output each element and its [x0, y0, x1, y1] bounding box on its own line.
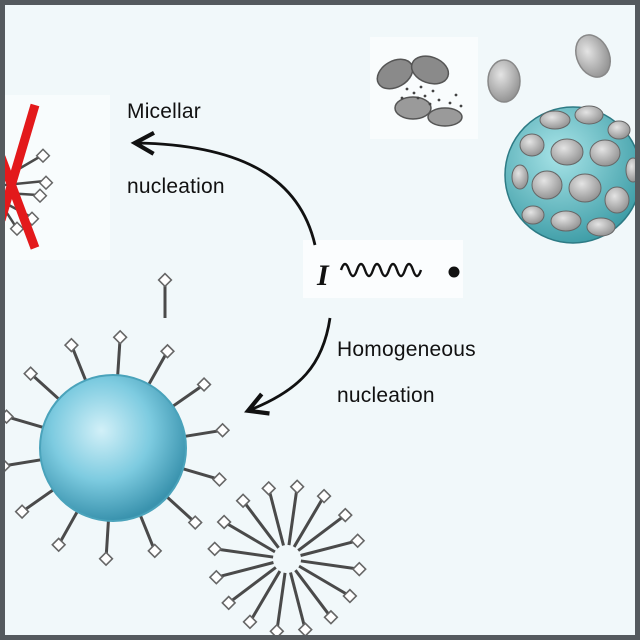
- surfactant-head: [159, 343, 175, 359]
- surfactant-tail: [59, 508, 81, 542]
- surfactant-head: [51, 537, 67, 553]
- surfactant-tail: [8, 457, 45, 467]
- surfactant-head: [351, 561, 367, 577]
- surfactant-head: [221, 595, 237, 611]
- surfactant-head: [5, 409, 15, 425]
- surfactant-tail: [244, 503, 280, 549]
- surfactant-tail: [33, 375, 63, 403]
- surfactant-tail: [25, 486, 57, 511]
- nucleation-diagram: [5, 34, 635, 635]
- surfactant-head: [63, 337, 79, 353]
- surfactant-head: [316, 488, 332, 504]
- surfactant-tail: [219, 548, 274, 559]
- surfactant-tail: [146, 354, 167, 388]
- surfactant-tail: [292, 499, 323, 548]
- surfactant-head: [207, 541, 223, 557]
- surfactant-head: [23, 366, 39, 382]
- surfactant-tail: [220, 561, 274, 578]
- initiator-radical-icon: [339, 262, 460, 278]
- surfactant-tail: [289, 572, 306, 626]
- surfactant-tail: [116, 342, 122, 379]
- surfactant-tail: [300, 540, 354, 557]
- armored-particle-icon: [504, 105, 635, 244]
- disc-aggregate-icon: [376, 55, 463, 127]
- surfactant-head: [215, 422, 231, 438]
- surfactant-head: [211, 472, 227, 488]
- micellar-label: Micellar: [127, 100, 201, 123]
- surfactant-tail: [268, 492, 285, 546]
- surfactant-head: [112, 329, 128, 345]
- surfactant-head: [5, 458, 11, 474]
- surfactant-tail: [71, 349, 89, 384]
- initiator-label: I: [317, 259, 329, 292]
- surfactant-head: [269, 623, 285, 635]
- surfactant-tail: [227, 523, 276, 554]
- homogeneous-label: Homogeneous: [337, 338, 476, 361]
- surfactant-tail: [137, 512, 155, 547]
- surfactant-tail: [231, 566, 277, 602]
- surfactant-tail: [300, 559, 355, 570]
- surfactant-head: [235, 493, 251, 509]
- surfactant-tail: [287, 491, 298, 546]
- surfactant-tail: [294, 569, 330, 615]
- homogeneous-arrow: [250, 317, 332, 410]
- surfactant-head: [208, 569, 224, 585]
- surfactant-head: [216, 514, 232, 530]
- surfactant-tail: [251, 570, 282, 619]
- surfactant-tail: [10, 416, 47, 430]
- homogeneous-nucleation-label: nucleation: [337, 384, 435, 407]
- red-cross-icon: [5, 103, 40, 250]
- surfactant-head: [14, 504, 30, 520]
- surfactant-molecule-icon: [157, 272, 173, 318]
- surfactant-head: [98, 551, 114, 567]
- surfactant-tail: [169, 386, 201, 410]
- surfactant-head: [297, 622, 313, 635]
- surfactant-head: [242, 614, 258, 630]
- surfactant-tail: [297, 516, 343, 552]
- stabilizer-disc-icon: [487, 34, 611, 103]
- surfactant-head: [187, 515, 203, 531]
- latex-particle-icon: [5, 329, 231, 567]
- surfactant-tail: [298, 564, 347, 595]
- surfactant-tail: [104, 517, 111, 554]
- surfactant-head: [196, 376, 212, 392]
- surfactant-head: [337, 507, 353, 523]
- surfactant-head: [261, 480, 277, 496]
- surfactant-tail: [276, 572, 287, 627]
- micellar-arrow: [137, 143, 317, 246]
- surfactant-tail: [179, 466, 216, 480]
- surfactant-head: [323, 609, 339, 625]
- surfactant-head: [350, 533, 366, 549]
- micellar-nucleation-label: nucleation: [127, 175, 225, 198]
- surfactant-head: [289, 479, 305, 495]
- surfactant-tail: [163, 493, 193, 521]
- surfactant-tail: [181, 429, 218, 439]
- micelle-icon: [207, 479, 367, 635]
- surfactant-head: [147, 543, 163, 559]
- surfactant-head: [342, 588, 358, 604]
